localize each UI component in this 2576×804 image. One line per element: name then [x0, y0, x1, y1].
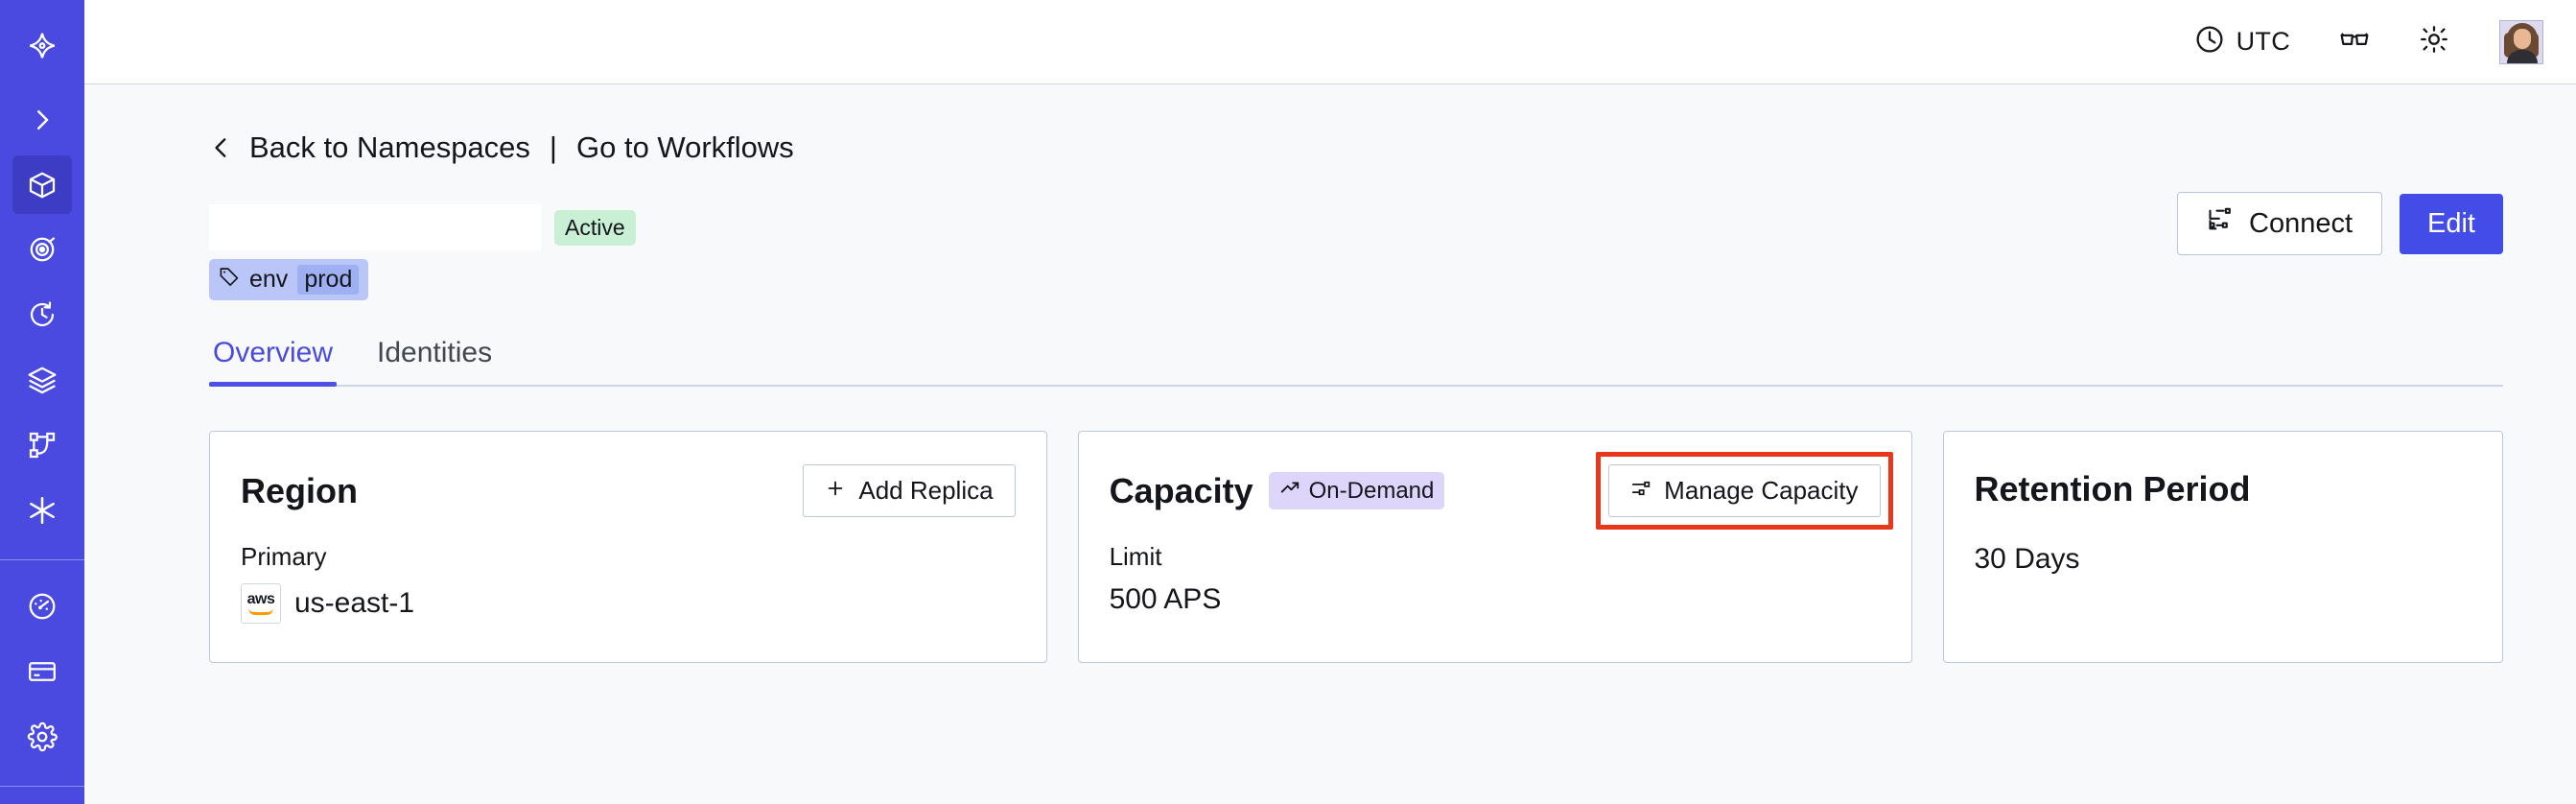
temporal-logo-icon — [26, 31, 59, 63]
sliders-icon — [1630, 476, 1651, 506]
connect-button[interactable]: Connect — [2177, 192, 2383, 255]
tag-key: env — [249, 266, 289, 293]
sidebar-item-observability[interactable] — [12, 220, 72, 279]
asterisk-icon — [26, 494, 59, 527]
aws-wordmark: aws — [246, 591, 275, 607]
accessibility-toggle[interactable] — [2338, 23, 2371, 60]
aws-swoosh — [248, 608, 273, 615]
capacity-card-header: Capacity On-Demand — [1109, 452, 1893, 530]
avatar-body — [2507, 49, 2538, 63]
breadcrumb-workflows-link[interactable]: Go to Workflows — [575, 130, 794, 164]
avatar[interactable] — [2499, 19, 2543, 64]
theme-toggle[interactable] — [2419, 24, 2449, 59]
connect-flow-icon — [2207, 206, 2234, 241]
manage-capacity-wrapper: Manage Capacity — [1596, 452, 1893, 530]
capacity-mode-badge: On-Demand — [1268, 472, 1445, 509]
header-actions: Connect Edit — [2177, 192, 2503, 255]
clock-icon — [2194, 24, 2225, 59]
chevron-right-icon — [28, 106, 57, 134]
capacity-mode-label: On-Demand — [1308, 477, 1435, 504]
avatar-face — [2514, 28, 2531, 49]
tag-value: prod — [297, 265, 360, 295]
layers-icon — [27, 365, 58, 395]
breadcrumb: Back to Namespaces | Go to Workflows — [209, 130, 2503, 165]
region-primary-label: Primary — [241, 542, 327, 571]
overview-cards: Region Add Replica — [209, 431, 2503, 663]
region-card-header: Region Add Replica — [241, 464, 1016, 517]
cube-icon — [27, 170, 58, 201]
sidebar — [0, 0, 84, 804]
region-primary-value-row: aws us-east-1 — [241, 583, 1016, 624]
status-badge: Active — [554, 209, 636, 246]
breadcrumb-separator: | — [549, 130, 557, 164]
region-value: us-east-1 — [294, 587, 415, 619]
tab-overview[interactable]: Overview — [209, 337, 338, 387]
node-tree-icon — [27, 430, 58, 461]
avatar-hair-right — [2529, 32, 2539, 58]
topbar: UTC — [84, 0, 2576, 84]
main-column: UTC — [84, 0, 2576, 804]
sidebar-item-batch-operations[interactable] — [12, 350, 72, 410]
manage-capacity-button[interactable]: Manage Capacity — [1608, 464, 1881, 517]
clock-history-icon — [27, 299, 58, 330]
plus-icon — [825, 476, 846, 506]
add-replica-wrapper: Add Replica — [803, 464, 1016, 517]
sidebar-item-settings[interactable] — [12, 707, 72, 767]
gauge-icon — [27, 591, 58, 622]
namespace-tag[interactable]: env prod — [209, 259, 369, 300]
timezone-selector[interactable]: UTC — [2194, 24, 2290, 59]
chevron-left-icon[interactable] — [209, 132, 234, 163]
sidebar-item-schedules[interactable] — [12, 285, 72, 344]
retention-value: 30 Days — [1974, 543, 2080, 575]
sidebar-item-integrations[interactable] — [12, 481, 72, 540]
sidebar-item-namespaces[interactable] — [12, 154, 72, 215]
edit-label: Edit — [2427, 207, 2475, 239]
credit-card-icon — [27, 656, 58, 687]
timezone-label: UTC — [2236, 27, 2290, 56]
sidebar-item-expand-nav[interactable] — [12, 90, 72, 150]
add-replica-label: Add Replica — [858, 476, 994, 505]
capacity-limit-value: 500 APS — [1109, 583, 1222, 615]
retention-card: Retention Period 30 Days — [1942, 431, 2503, 663]
sun-icon — [2419, 24, 2449, 59]
region-card: Region Add Replica — [209, 431, 1047, 663]
tag-icon — [219, 266, 240, 294]
sidebar-divider-2 — [0, 785, 84, 787]
tab-identities[interactable]: Identities — [377, 337, 493, 368]
sidebar-item-billing[interactable] — [12, 642, 72, 701]
add-replica-button[interactable]: Add Replica — [803, 464, 1016, 517]
namespace-header: Active — [209, 192, 2503, 255]
avatar-hair-left — [2504, 32, 2514, 58]
sidebar-divider-1 — [0, 558, 84, 560]
aws-logo-icon: aws — [241, 583, 281, 624]
retention-card-header: Retention Period — [1975, 464, 2472, 514]
sidebar-item-usage[interactable] — [12, 578, 72, 637]
breadcrumb-back-link[interactable]: Back to Namespaces — [249, 130, 530, 164]
retention-card-title: Retention Period — [1974, 469, 2251, 508]
trending-up-icon — [1279, 477, 1300, 505]
page-content: Back to Namespaces | Go to Workflows Act… — [84, 84, 2576, 804]
gear-icon — [27, 721, 58, 752]
capacity-limit-label: Limit — [1109, 542, 1162, 571]
region-card-title: Region — [241, 470, 358, 510]
eye-target-icon — [27, 234, 58, 265]
manage-capacity-label: Manage Capacity — [1664, 476, 1859, 505]
tab-bar: Overview Identities — [209, 337, 2503, 387]
sidebar-item-nexus[interactable] — [12, 415, 72, 475]
connect-label: Connect — [2249, 207, 2354, 239]
edit-button[interactable]: Edit — [2400, 193, 2503, 254]
sidebar-item-temporal-logo[interactable] — [12, 17, 72, 77]
capacity-card-title: Capacity — [1109, 470, 1253, 510]
capacity-card: Capacity On-Demand — [1077, 431, 1912, 663]
glasses-icon — [2338, 23, 2371, 60]
page-title — [209, 204, 541, 250]
